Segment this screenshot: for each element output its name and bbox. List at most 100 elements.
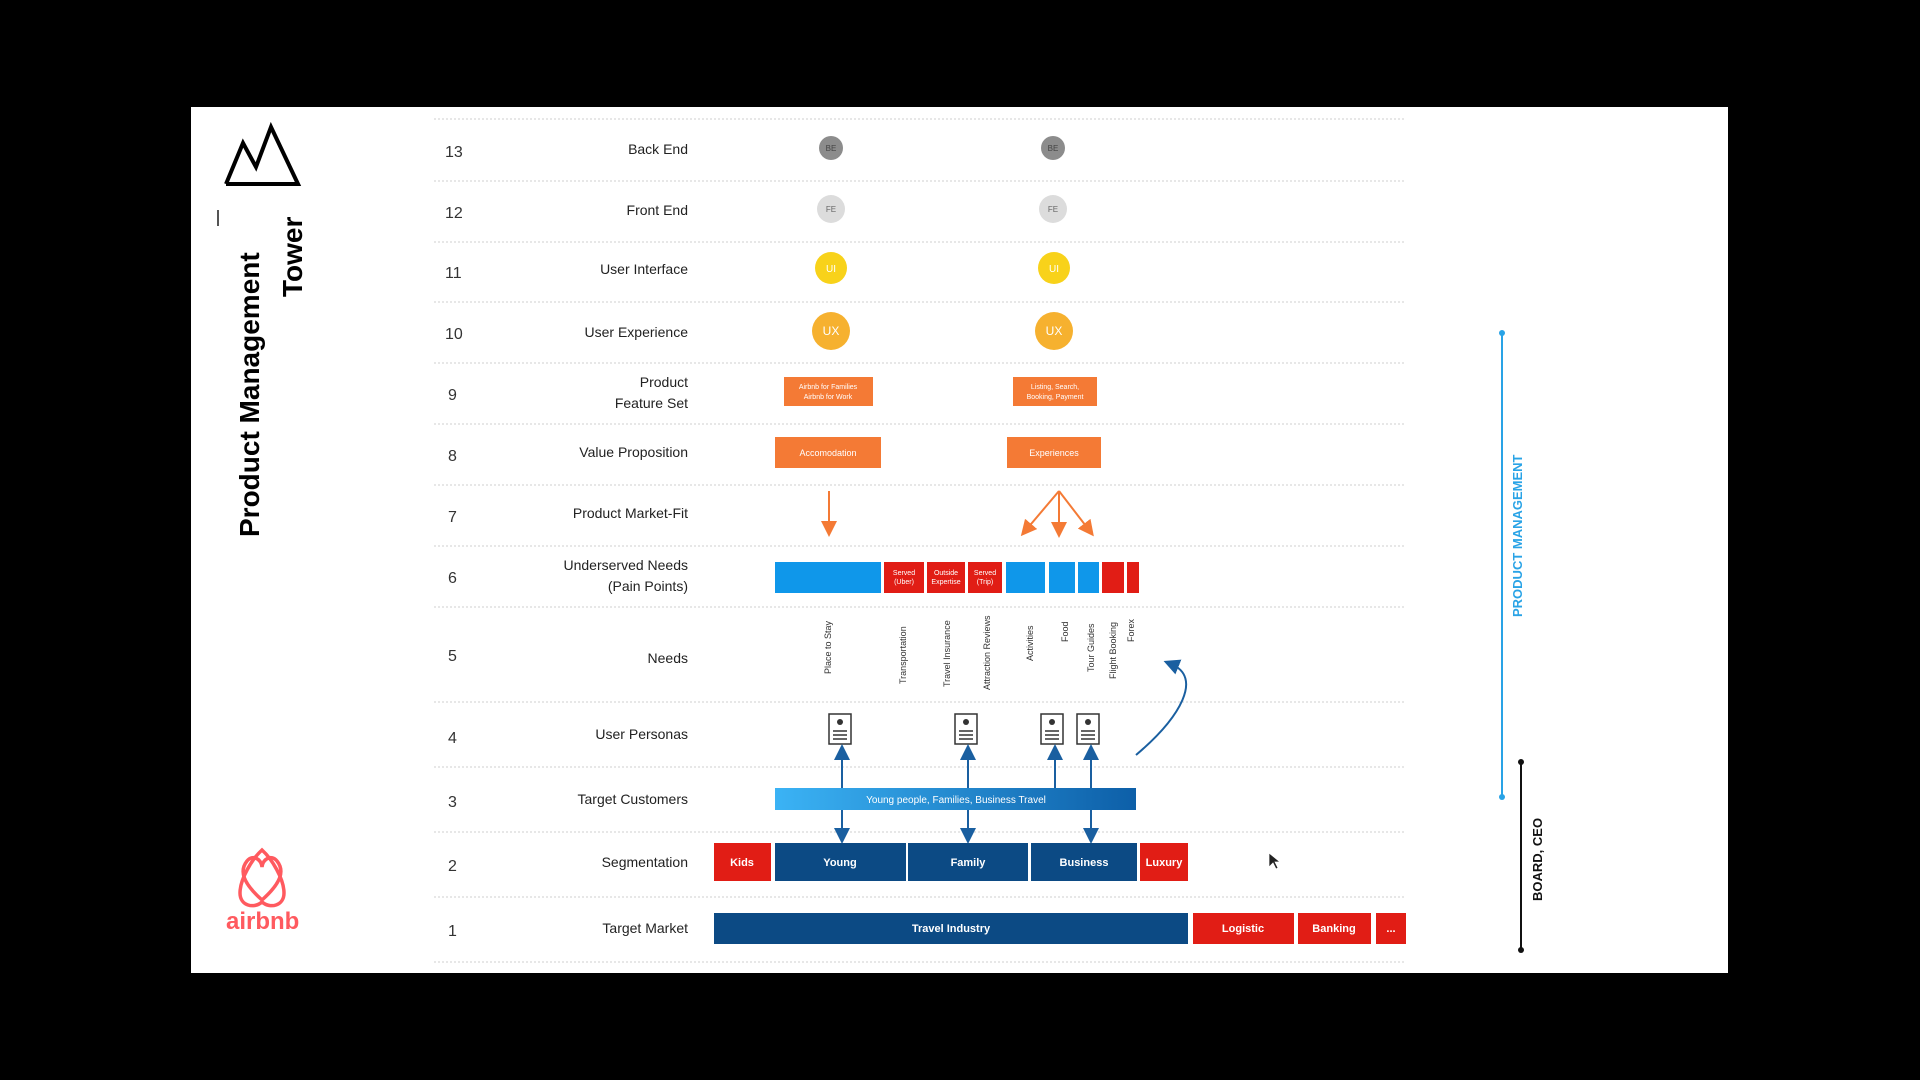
need-attraction-reviews: Attraction Reviews [982, 615, 992, 690]
level-row-9: 9 Product Feature Set [448, 374, 688, 411]
pain-point-served-trip [968, 562, 1002, 593]
segment-luxury [1140, 843, 1188, 881]
segment-kids [714, 843, 771, 881]
persona-card-icon [828, 713, 852, 745]
pain-point-forex-a [1102, 562, 1124, 593]
level-number: 7 [448, 509, 457, 526]
tower-diagram: Product Management Tower airbnb 13 Back … [217, 118, 1545, 963]
level-label: Product [640, 374, 688, 390]
level-number: 6 [448, 570, 457, 587]
segment-persona-arrows [834, 744, 1099, 844]
product-management-bracket: PRODUCT MANAGEMENT [1499, 330, 1525, 800]
persona-to-needs-arrow [1135, 659, 1188, 756]
svg-text:Kids: Kids [730, 857, 754, 869]
airbnb-wordmark: airbnb [226, 908, 299, 935]
persona-card-icon [1076, 713, 1100, 745]
level-row-1: 1 Target Market [448, 920, 688, 940]
title-tick-mark [217, 210, 219, 226]
ux-badge-right: UX [1035, 312, 1073, 350]
level-row-12: 12 Front End [445, 202, 688, 222]
level-row-6: 6 Underserved Needs (Pain Points) [448, 557, 688, 594]
market-logistic [1193, 913, 1294, 944]
level-label-line-2: (Pain Points) [608, 578, 688, 594]
front-end-badge-left: FE [817, 195, 845, 223]
level-number: 3 [448, 794, 457, 811]
value-prop-accomodation: Accomodation [775, 437, 881, 468]
pain-point-tour-guides [1049, 562, 1075, 593]
svg-text:Airbnb for Work: Airbnb for Work [804, 394, 853, 401]
level-label: User Personas [595, 726, 688, 742]
svg-text:UI: UI [1049, 264, 1059, 275]
pain-point-forex-b [1127, 562, 1139, 593]
market-fit-arrows [821, 490, 1094, 538]
market-banking [1298, 913, 1371, 944]
market-travel-industry [714, 913, 1188, 944]
pain-point-outside-expertise [927, 562, 965, 593]
need-forex: Forex [1126, 618, 1136, 642]
pain-point-served-uber [884, 562, 924, 593]
svg-text:Travel Industry: Travel Industry [912, 923, 991, 935]
pain-points-bar: Served (Uber) Outside Expertise Served (… [775, 562, 1139, 593]
level-number: 12 [445, 205, 463, 222]
level-label-line-2: Feature Set [615, 395, 688, 411]
level-label: Target Market [602, 920, 688, 936]
row-separators [434, 118, 1406, 963]
pain-point-flight [1078, 562, 1099, 593]
svg-text:Logistic: Logistic [1222, 923, 1264, 935]
level-number: 5 [448, 648, 457, 665]
back-end-badge-left: BE [819, 136, 843, 160]
level-number: 8 [448, 448, 457, 465]
level-row-13: 13 Back End [445, 141, 688, 161]
ui-badge-right: UI [1038, 252, 1070, 284]
svg-text:Luxury: Luxury [1146, 857, 1184, 869]
svg-text:Young people, Families, Busine: Young people, Families, Business Travel [866, 795, 1046, 806]
level-label: Segmentation [602, 854, 688, 870]
level-label: Needs [648, 650, 688, 666]
level-number: 4 [448, 730, 457, 747]
svg-text:FE: FE [826, 205, 836, 214]
target-market-row: Travel Industry Logistic Banking ... [714, 913, 1406, 944]
level-number: 13 [445, 144, 463, 161]
value-prop-experiences: Experiences [1007, 437, 1101, 468]
ui-badge-left: UI [815, 252, 847, 284]
board-ceo-label: BOARD, CEO [1530, 818, 1545, 901]
svg-text:Served: Served [893, 570, 915, 577]
needs-list: Place to Stay Transportation Travel Insu… [823, 615, 1136, 690]
level-label: Underserved Needs [563, 557, 688, 573]
level-number: 10 [445, 326, 463, 343]
persona-card-icon [1040, 713, 1064, 745]
level-row-11: 11 User Interface [445, 261, 688, 282]
level-label: Product Market-Fit [573, 505, 688, 521]
need-place-to-stay: Place to Stay [823, 620, 833, 674]
level-label: Back End [628, 141, 688, 157]
ux-badge-left: UX [812, 312, 850, 350]
svg-text:Experiences: Experiences [1029, 448, 1079, 458]
target-customers-bar: Young people, Families, Business Travel [775, 788, 1136, 810]
need-activities: Activities [1025, 625, 1035, 661]
need-travel-insurance: Travel Insurance [942, 620, 952, 687]
airbnb-logo-icon [238, 847, 286, 908]
feature-set-families-work: Airbnb for Families Airbnb for Work [784, 377, 873, 406]
level-row-2: 2 Segmentation [448, 854, 688, 875]
level-number: 9 [448, 387, 457, 404]
svg-text:Expertise: Expertise [931, 579, 960, 586]
level-row-7: 7 Product Market-Fit [448, 505, 688, 526]
svg-text:Listing, Search,: Listing, Search, [1031, 384, 1079, 391]
svg-text:Business: Business [1060, 857, 1109, 869]
product-management-label: PRODUCT MANAGEMENT [1510, 454, 1525, 617]
need-transportation: Transportation [898, 626, 908, 684]
svg-text:Booking, Payment: Booking, Payment [1027, 394, 1084, 401]
svg-text:(Trip): (Trip) [977, 579, 993, 586]
pain-point-place-to-stay [775, 562, 881, 593]
level-row-8: 8 Value Proposition [448, 444, 688, 465]
need-flight-booking: Flight Booking [1108, 622, 1118, 679]
segment-business [1031, 843, 1137, 881]
level-row-3: 3 Target Customers [448, 791, 688, 811]
level-label: Front End [627, 202, 688, 218]
svg-text:UI: UI [826, 264, 836, 275]
need-food: Food [1060, 621, 1070, 642]
svg-text:...: ... [1386, 923, 1395, 935]
svg-text:Banking: Banking [1312, 923, 1355, 935]
mouse-cursor-icon [1268, 852, 1281, 870]
level-number: 1 [448, 923, 457, 940]
